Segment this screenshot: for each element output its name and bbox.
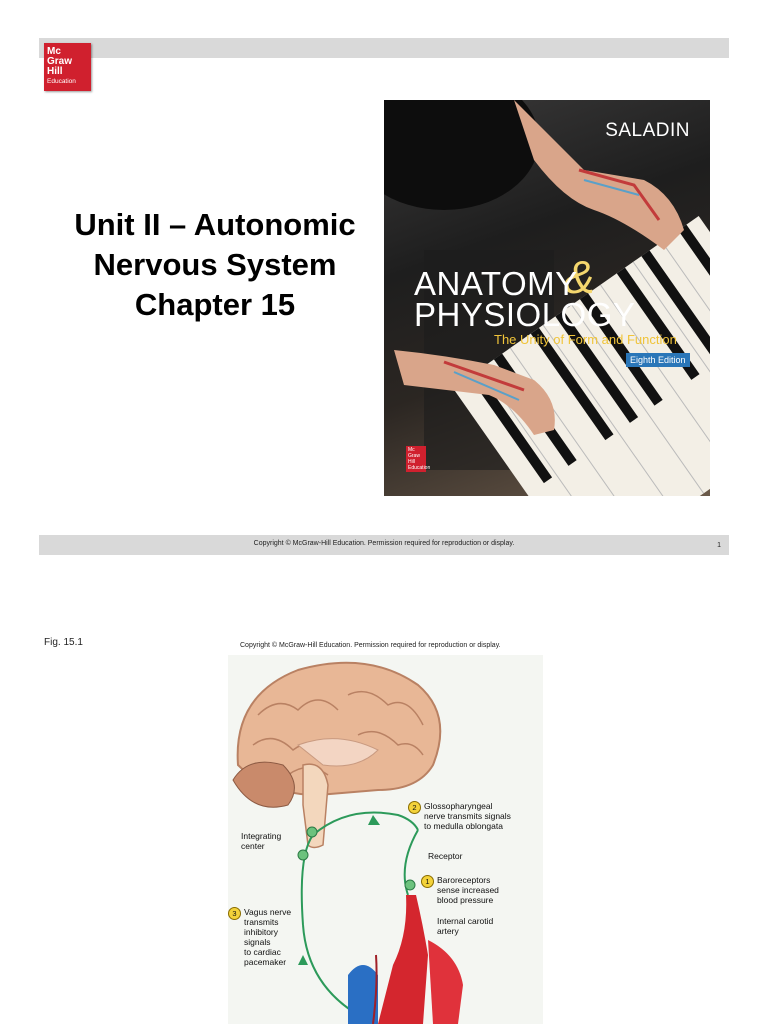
step-2-label: 2 Glossopharyngeal nerve transmits signa… xyxy=(408,801,511,831)
cover-edition-badge: Eighth Edition xyxy=(626,353,690,367)
diagram-illustration xyxy=(232,661,463,1024)
page-number: 1 xyxy=(717,542,721,549)
footer-bar: Copyright © McGraw-Hill Education. Permi… xyxy=(39,535,729,555)
title-line: Nervous System xyxy=(93,247,337,282)
step-3-number: 3 xyxy=(228,907,241,920)
baroreflex-diagram: 2 Glossopharyngeal nerve transmits signa… xyxy=(228,655,543,1024)
cover-title-line2: PHYSIOLOGY xyxy=(414,296,636,333)
cover-ampersand: & xyxy=(564,251,595,303)
slide-title: Unit II – Autonomic Nervous System Chapt… xyxy=(30,205,400,325)
cover-publisher-logo: Mc Graw Hill Education xyxy=(406,446,431,472)
title-line: Unit II – Autonomic xyxy=(74,207,356,242)
book-cover-image: SALADIN & ANATOMY PHYSIOLOGY The Unity o… xyxy=(384,100,710,496)
mcgraw-hill-logo: Mc Graw Hill Education xyxy=(44,43,91,91)
top-bar xyxy=(39,38,729,58)
figure-label: Fig. 15.1 xyxy=(44,637,83,648)
cover-title-line1: ANATOMY xyxy=(414,265,578,302)
step-3-label: 3 Vagus nerve transmits inhibitory signa… xyxy=(228,907,291,967)
cover-author: SALADIN xyxy=(605,120,690,141)
title-line: Chapter 15 xyxy=(134,287,296,322)
figure-copyright: Copyright © McGraw-Hill Education. Permi… xyxy=(240,642,501,649)
step-1-label: 1 Baroreceptors sense increased blood pr… xyxy=(421,875,499,905)
figure-slide: Fig. 15.1 Copyright © McGraw-Hill Educat… xyxy=(0,600,768,1024)
internal-carotid-label: Internal carotid artery xyxy=(437,916,494,936)
step-2-number: 2 xyxy=(408,801,421,814)
step-1-number: 1 xyxy=(421,875,434,888)
receptor-label: Receptor xyxy=(428,851,463,861)
cover-subtitle: The Unity of Form and Function xyxy=(494,332,677,347)
cover-illustration xyxy=(384,100,710,496)
integrating-center-label: Integrating center xyxy=(241,831,282,851)
copyright-notice: Copyright © McGraw-Hill Education. Permi… xyxy=(253,540,515,547)
title-slide: Mc Graw Hill Education Unit II – Autonom… xyxy=(30,38,729,555)
